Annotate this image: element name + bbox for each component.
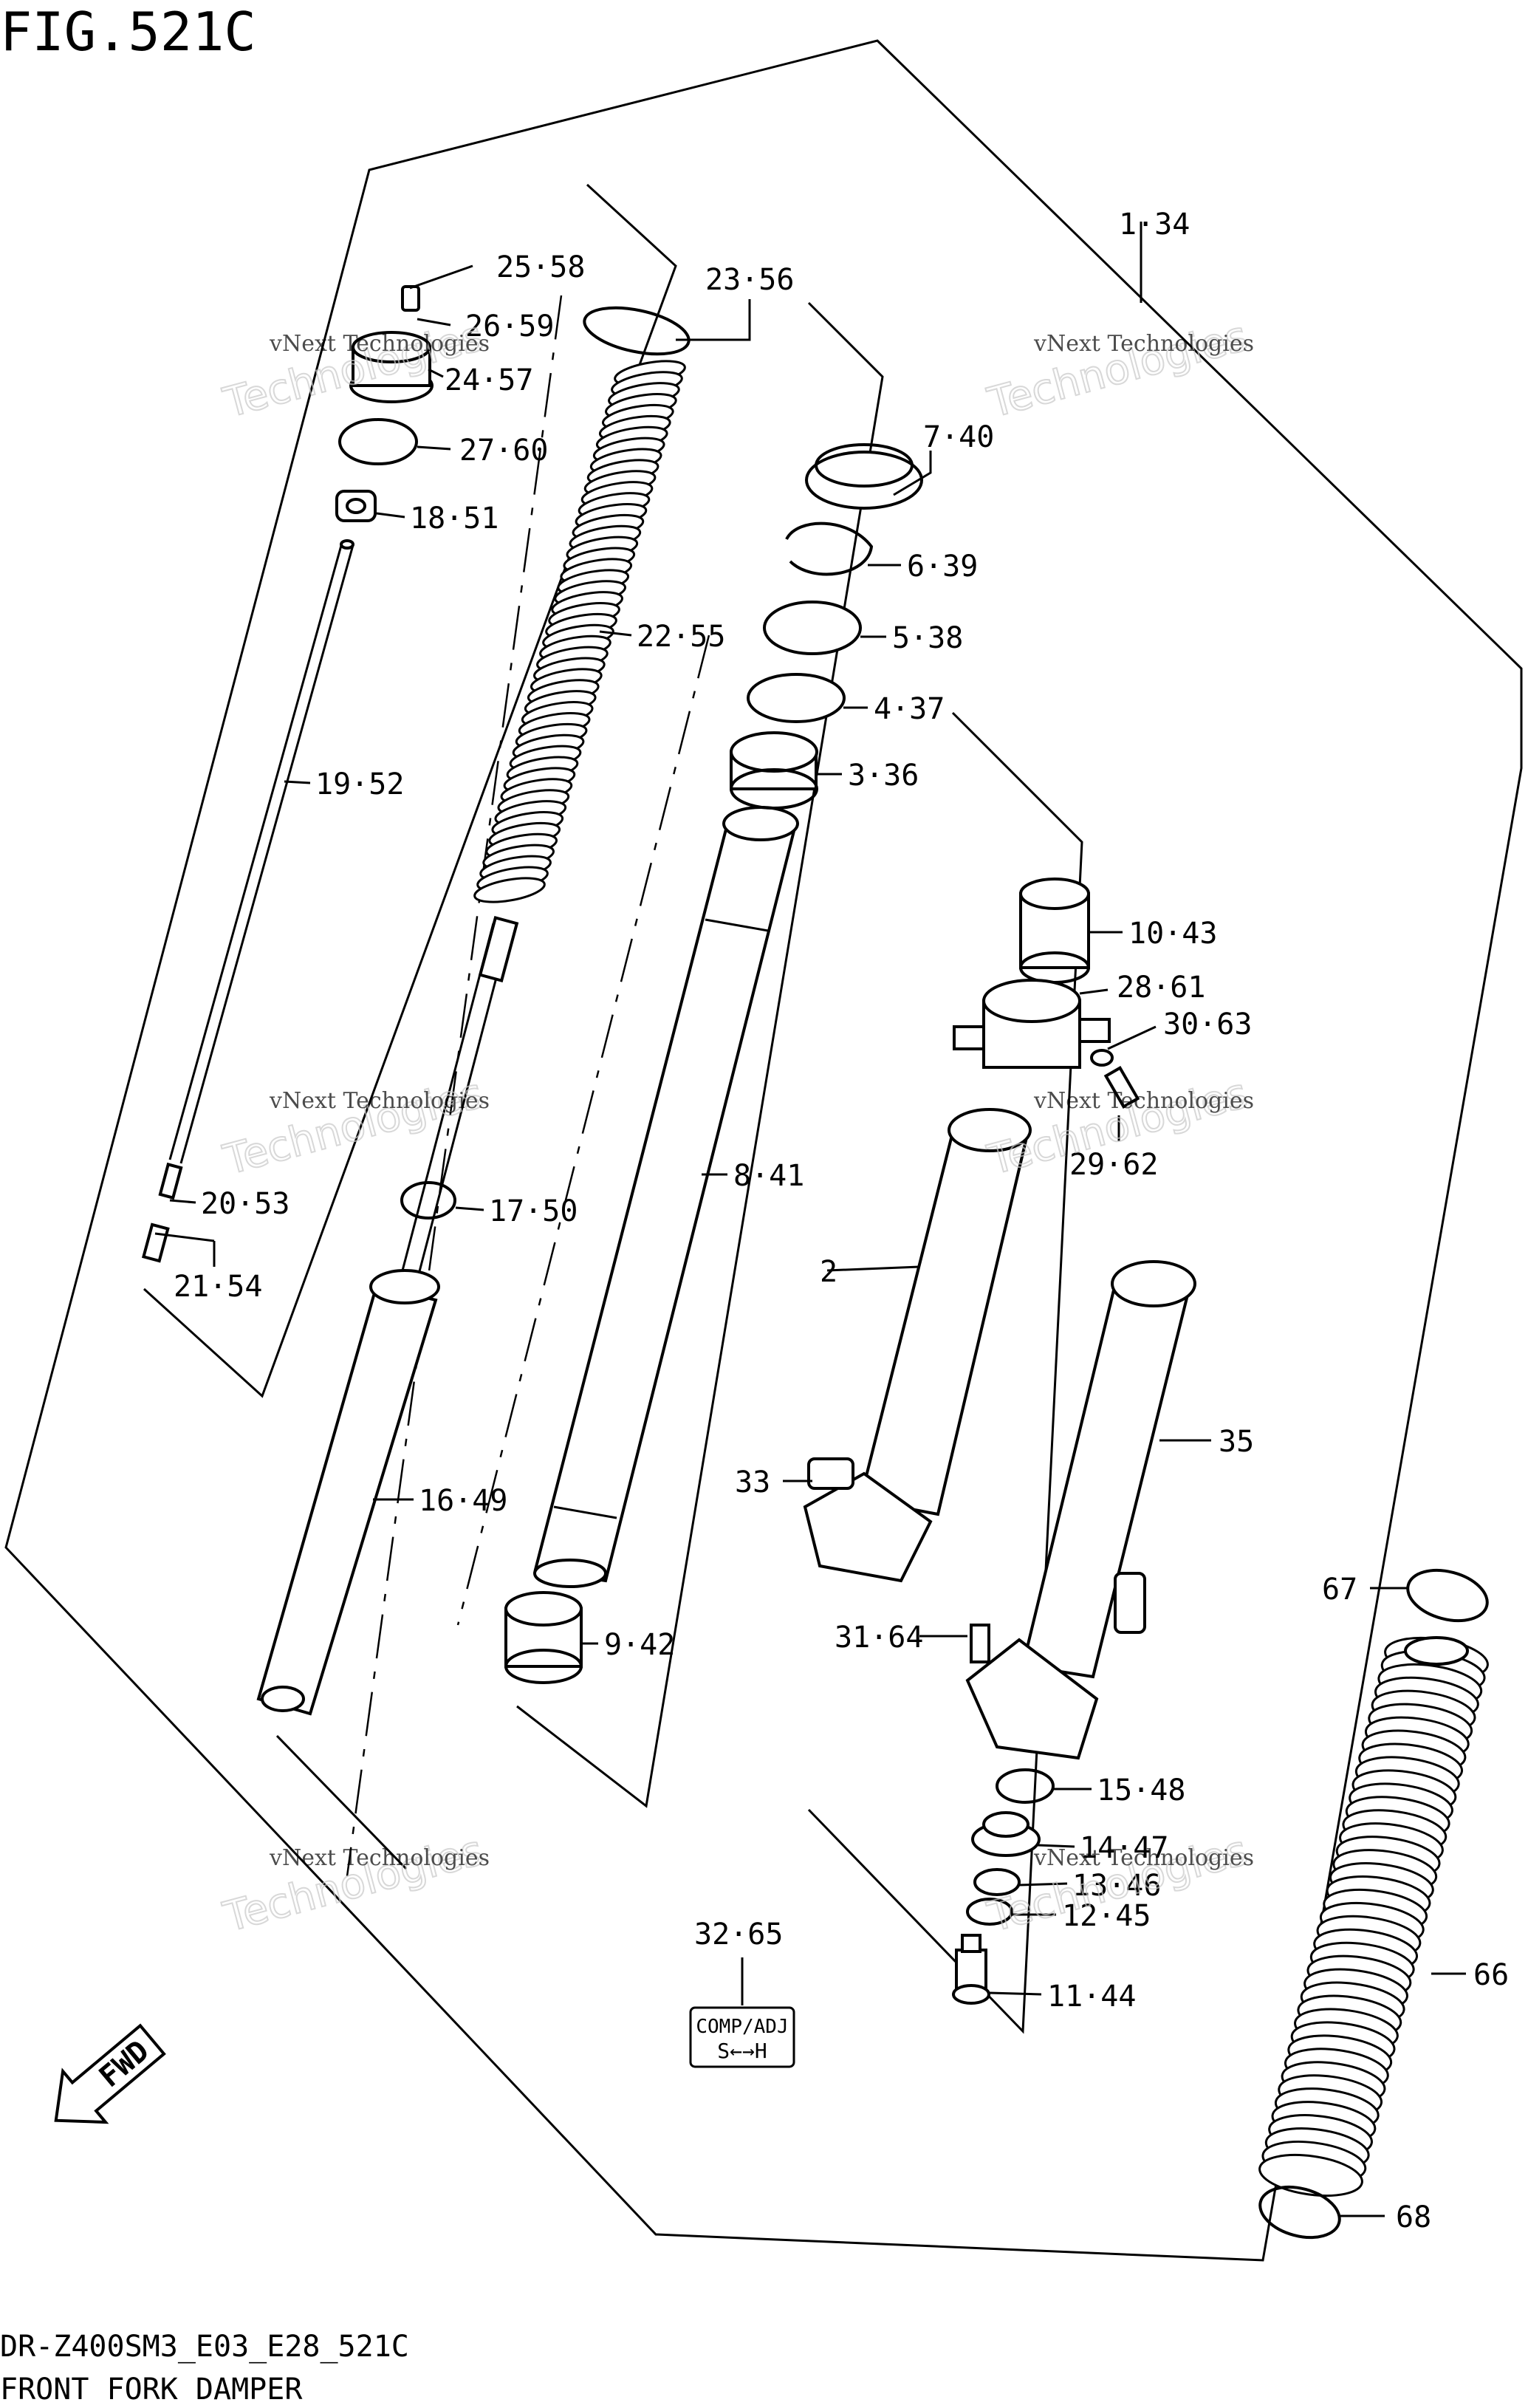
callout-25: 25·58 bbox=[496, 250, 585, 284]
callout-28: 28·61 bbox=[1117, 971, 1205, 1005]
part-20-pin bbox=[158, 1162, 183, 1200]
callout-6: 6·39 bbox=[907, 550, 978, 584]
callout-35: 35 bbox=[1219, 1425, 1254, 1459]
part-23-ring bbox=[583, 306, 691, 356]
callout-13: 13·46 bbox=[1072, 1869, 1161, 1903]
part-19-rod bbox=[168, 539, 354, 1164]
svg-text:vNext Technologies: vNext Technologies bbox=[1033, 1088, 1254, 1114]
callout-21: 21·54 bbox=[174, 1270, 262, 1304]
callout-20: 20·53 bbox=[201, 1187, 290, 1221]
callout-68: 68 bbox=[1396, 2200, 1431, 2234]
callout-15: 15·48 bbox=[1097, 1773, 1185, 1807]
callout-5: 5·38 bbox=[892, 621, 963, 655]
callout-12: 12·45 bbox=[1062, 1899, 1151, 1933]
comp-adj-badge: COMP/ADJ S←→H bbox=[689, 2006, 795, 2068]
callout-31: 31·64 bbox=[835, 1621, 923, 1655]
part-5-washer bbox=[763, 601, 862, 655]
group-boundary-right bbox=[807, 711, 1083, 2034]
callout-30: 30·63 bbox=[1163, 1008, 1252, 1041]
callout-33: 33 bbox=[735, 1465, 770, 1499]
part-6-stopper-ring bbox=[785, 521, 874, 576]
part-13-o-ring bbox=[973, 1868, 1021, 1896]
callout-18: 18·51 bbox=[410, 502, 499, 536]
part-18-nut bbox=[335, 490, 377, 522]
part-66-fork-boot bbox=[1258, 1636, 1489, 2197]
callout-1: 1·34 bbox=[1119, 208, 1190, 242]
part-29-bolt bbox=[1103, 1065, 1140, 1109]
callout-4: 4·37 bbox=[874, 692, 945, 726]
svg-text:vNext Technologies: vNext Technologies bbox=[269, 331, 490, 357]
part-17-clip bbox=[400, 1181, 456, 1220]
part-8-inner-tube bbox=[533, 806, 799, 1588]
group-boundary-middle bbox=[516, 301, 884, 1808]
watermark-3: Technologies vNext Technologies bbox=[218, 1069, 490, 1186]
part-30-washer bbox=[1090, 1049, 1114, 1067]
part-7-oil-seal bbox=[805, 443, 923, 510]
callout-32: 32·65 bbox=[694, 1918, 783, 1952]
fwd-arrow: FWD bbox=[54, 2023, 166, 2124]
centerline-left bbox=[346, 295, 563, 1877]
svg-text:vNext Technologies: vNext Technologies bbox=[269, 1088, 490, 1114]
part-4-bushing bbox=[747, 673, 846, 723]
part-9-bushing bbox=[504, 1591, 583, 1684]
leader-lines bbox=[154, 222, 1466, 2217]
part-24-cap bbox=[349, 331, 434, 403]
callout-11: 11·44 bbox=[1047, 1980, 1136, 2014]
part-16-damper-cartridge bbox=[256, 916, 519, 1716]
callout-9: 9·42 bbox=[604, 1628, 675, 1662]
part-31-bolt bbox=[970, 1624, 990, 1663]
watermark-5: Technologies vNext Technologies bbox=[218, 1826, 490, 1943]
callout-2: 2 bbox=[820, 1255, 837, 1289]
callout-24: 24·57 bbox=[445, 363, 533, 397]
part-25-bolt bbox=[401, 285, 420, 312]
watermark-2: Technologies vNext Technologies bbox=[982, 312, 1254, 428]
part-22-spring bbox=[473, 360, 686, 903]
part-27-o-ring bbox=[338, 418, 418, 465]
part-3-bushing bbox=[730, 731, 818, 810]
callout-8: 8·41 bbox=[733, 1159, 804, 1193]
callout-29: 29·62 bbox=[1069, 1148, 1158, 1182]
callout-10: 10·43 bbox=[1128, 917, 1217, 951]
callout-66: 66 bbox=[1473, 1958, 1509, 1992]
group-boundary-left bbox=[143, 183, 677, 1398]
svg-text:vNext Technologies: vNext Technologies bbox=[1033, 331, 1254, 357]
callout-23: 23·56 bbox=[705, 263, 794, 297]
part-68-clamp bbox=[1258, 2185, 1341, 2240]
callout-22: 22·55 bbox=[637, 620, 725, 654]
callout-19: 19·52 bbox=[315, 767, 404, 801]
part-28-clamp bbox=[953, 979, 1111, 1069]
svg-text:Technologies: Technologies bbox=[219, 1827, 488, 1942]
callout-14: 14·47 bbox=[1080, 1831, 1168, 1865]
callout-7: 7·40 bbox=[923, 420, 994, 454]
footer-model-code: DR-Z400SM3_E03_E28_521C bbox=[0, 2330, 409, 2364]
callout-67: 67 bbox=[1322, 1573, 1357, 1607]
part-11-adjuster bbox=[952, 1934, 990, 2005]
part-35-outer-tube bbox=[965, 1260, 1196, 1760]
group-boundary-lower bbox=[275, 1734, 408, 1870]
callout-17: 17·50 bbox=[489, 1194, 578, 1228]
part-14-cap bbox=[971, 1811, 1041, 1857]
callout-27: 27·60 bbox=[459, 434, 548, 468]
part-15-o-ring bbox=[996, 1768, 1055, 1804]
figure-title: FIG.521C bbox=[0, 1, 256, 63]
part-10-cylinder bbox=[1019, 878, 1090, 984]
callout-26: 26·59 bbox=[465, 309, 554, 343]
part-67-clamp bbox=[1406, 1568, 1489, 1623]
badge-line2: S←→H bbox=[717, 2039, 767, 2063]
badge-line1: COMP/ADJ bbox=[696, 2016, 788, 2038]
callout-3: 3·36 bbox=[848, 759, 919, 793]
assembly-boundary-outer bbox=[4, 39, 1523, 2262]
part-2-outer-tube bbox=[803, 1108, 1032, 1583]
svg-text:vNext Technologies: vNext Technologies bbox=[269, 1845, 490, 1871]
part-21-spring bbox=[141, 1222, 170, 1263]
centerline-mid bbox=[456, 635, 710, 1626]
callout-16: 16·49 bbox=[419, 1484, 507, 1518]
footer-section-name: FRONT FORK DAMPER bbox=[0, 2373, 303, 2407]
part-12-o-ring bbox=[966, 1898, 1013, 1926]
callout-labels: 1·34 2 3·36 4·37 5·38 6·39 7·40 8·41 9·4… bbox=[174, 208, 1509, 2234]
svg-text:Technologies: Technologies bbox=[983, 312, 1253, 428]
svg-text:vNext Technologies: vNext Technologies bbox=[1033, 1845, 1254, 1871]
